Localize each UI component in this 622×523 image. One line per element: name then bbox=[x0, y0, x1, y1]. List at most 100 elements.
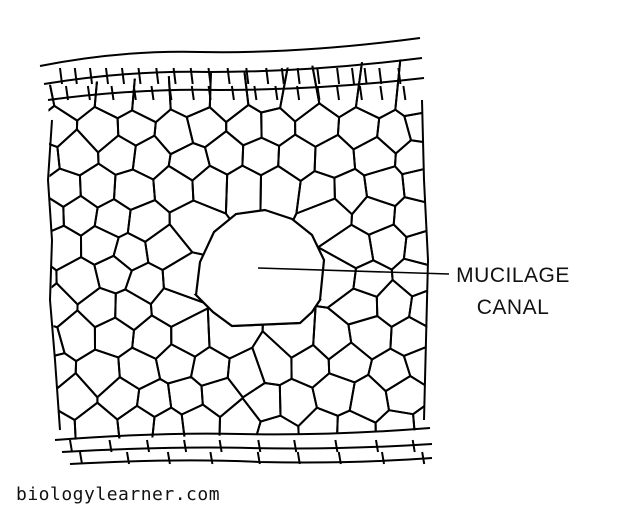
layer-divider bbox=[166, 451, 171, 465]
layer-divider bbox=[110, 85, 115, 101]
watermark-text: biologylearner.com bbox=[16, 484, 221, 505]
layer-divider bbox=[378, 67, 383, 85]
cell bbox=[363, 165, 406, 208]
layer-divider bbox=[296, 451, 301, 465]
layer-divider bbox=[296, 85, 301, 101]
layer-divider bbox=[253, 85, 258, 101]
cell bbox=[144, 223, 194, 271]
cell bbox=[97, 134, 137, 176]
cell bbox=[226, 346, 266, 399]
layer-divider bbox=[146, 439, 150, 453]
cell bbox=[48, 282, 79, 329]
layer-divider bbox=[168, 85, 173, 101]
cell bbox=[297, 406, 339, 440]
cell bbox=[147, 406, 191, 440]
bottom-tissue-layers bbox=[54, 427, 433, 465]
cell bbox=[384, 375, 428, 416]
cell bbox=[347, 315, 393, 361]
layer-divider bbox=[126, 451, 130, 465]
layer-divider bbox=[209, 451, 214, 465]
cell bbox=[131, 314, 173, 360]
layer-divider bbox=[351, 67, 355, 85]
cell bbox=[152, 164, 195, 214]
layer-divider bbox=[337, 451, 342, 465]
layer-divider bbox=[421, 451, 426, 465]
cell bbox=[334, 409, 378, 440]
cell bbox=[251, 330, 293, 387]
layer-divider bbox=[155, 67, 160, 85]
layer-divider bbox=[256, 451, 261, 465]
layer-divider bbox=[105, 67, 109, 85]
cell bbox=[73, 401, 125, 440]
cell bbox=[93, 198, 132, 239]
cell bbox=[96, 376, 141, 421]
cell bbox=[75, 105, 120, 154]
cell bbox=[76, 286, 117, 329]
cell bbox=[114, 288, 153, 332]
layer-divider bbox=[316, 85, 321, 101]
cell bbox=[217, 397, 262, 440]
cell bbox=[180, 403, 221, 440]
epidermis-layers bbox=[39, 37, 425, 101]
layer-divider bbox=[150, 85, 155, 101]
layer-divider bbox=[65, 85, 69, 101]
cell bbox=[74, 348, 121, 399]
layer-divider bbox=[363, 67, 368, 85]
cell bbox=[170, 307, 211, 358]
layer-divider bbox=[183, 439, 188, 453]
layer-divider bbox=[402, 85, 407, 101]
cell bbox=[333, 167, 368, 216]
layer-divider bbox=[245, 67, 250, 85]
cell bbox=[408, 277, 428, 341]
layer-divider bbox=[137, 67, 142, 85]
layer-divider bbox=[397, 67, 402, 85]
cell bbox=[336, 106, 381, 151]
cell bbox=[352, 135, 397, 177]
layer-divider bbox=[257, 439, 262, 453]
cell bbox=[48, 136, 61, 190]
layer-divider bbox=[108, 439, 113, 453]
cell bbox=[62, 194, 99, 237]
layer-divider bbox=[375, 439, 379, 453]
cell bbox=[116, 109, 157, 147]
cell bbox=[167, 142, 211, 182]
cell bbox=[48, 352, 78, 393]
layer-divider bbox=[218, 439, 223, 453]
layer-divider bbox=[69, 439, 73, 453]
cell bbox=[402, 337, 428, 396]
layer-divider bbox=[280, 67, 285, 85]
layer-divider bbox=[296, 67, 301, 85]
layer-divider bbox=[381, 451, 385, 465]
layer-divider bbox=[274, 85, 279, 101]
layer-divider bbox=[86, 85, 91, 101]
layer-divider bbox=[334, 439, 339, 453]
cell bbox=[48, 224, 83, 272]
mucilage-canal-label-line2: CANAL bbox=[476, 296, 550, 319]
mucilage-canal-label-line1: MUCILAGE bbox=[456, 264, 570, 287]
cell bbox=[200, 376, 244, 419]
cell bbox=[394, 58, 428, 118]
layer-divider bbox=[189, 67, 194, 85]
layer-divider bbox=[79, 451, 83, 465]
layer-divider bbox=[190, 85, 195, 101]
layer-divider bbox=[230, 85, 235, 101]
cell bbox=[52, 372, 99, 421]
cell bbox=[294, 102, 341, 148]
layer-divider bbox=[73, 67, 78, 85]
layer-divider bbox=[316, 67, 321, 85]
cell bbox=[412, 391, 428, 440]
layer-divider bbox=[336, 85, 340, 101]
layer-divider bbox=[207, 85, 212, 101]
layer-divider bbox=[226, 67, 231, 85]
layer-divider bbox=[172, 67, 177, 85]
cell bbox=[48, 248, 58, 306]
layer-divider bbox=[293, 439, 298, 453]
layer-divider bbox=[59, 67, 63, 85]
cell bbox=[48, 377, 56, 426]
cell bbox=[401, 159, 428, 212]
cell bbox=[80, 225, 120, 266]
label-pointer-line bbox=[257, 267, 450, 275]
tissue-outline bbox=[46, 99, 430, 431]
layer-divider bbox=[379, 85, 384, 101]
